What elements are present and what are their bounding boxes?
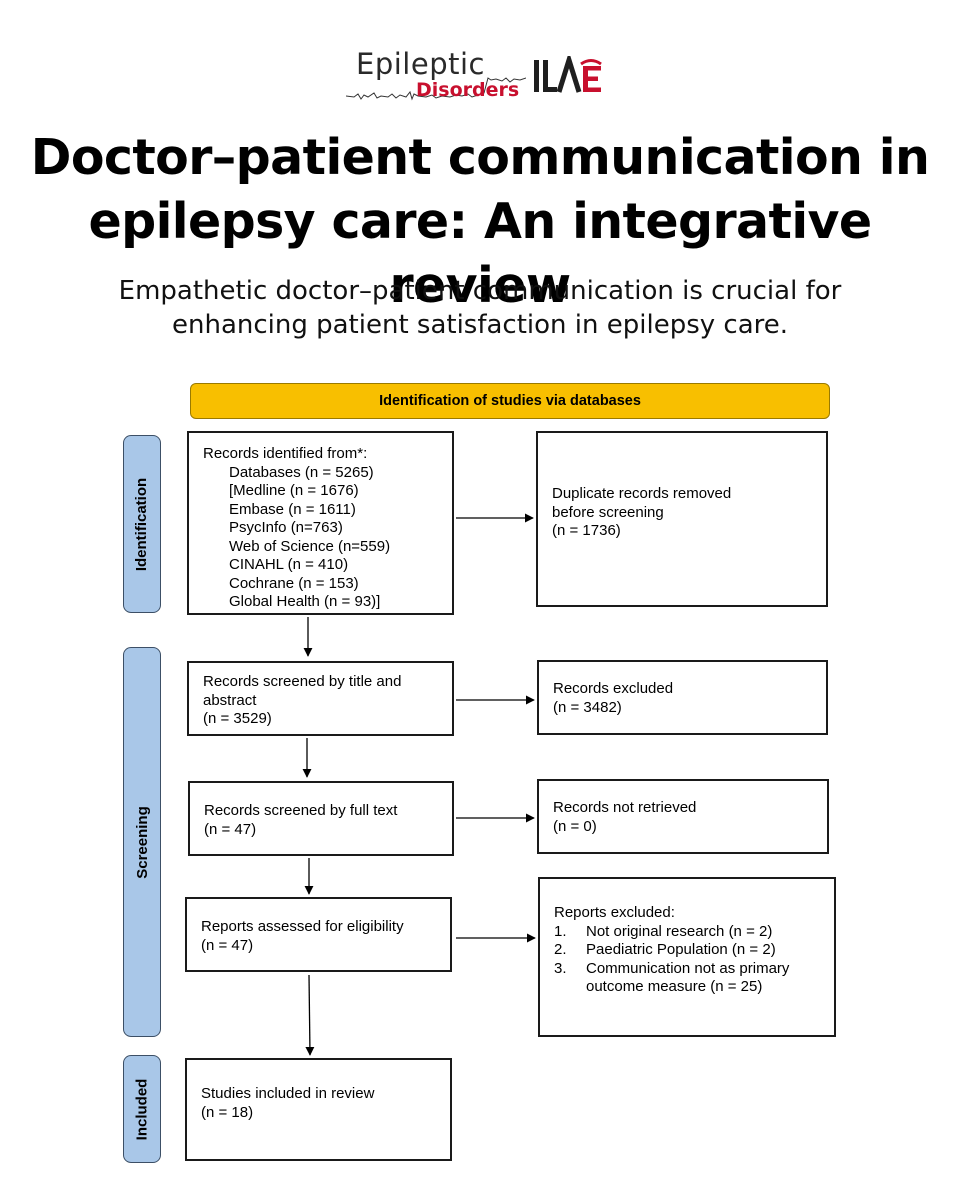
database-count: Databases (n = 5265) [229, 463, 374, 481]
exclusion-number: 3. [554, 959, 567, 977]
box-line: (n = 47) [204, 820, 257, 838]
box-line: Records not retrieved [553, 799, 697, 816]
exclusion-text: outcome measure (n = 25) [586, 978, 763, 995]
box-line: Reports assessed for eligibility [201, 918, 404, 935]
duplicates-removed-box: Duplicate records removed before screeni… [536, 431, 828, 607]
ilae-mark-icon [534, 51, 602, 93]
studies-included-box: Studies included in review (n = 18) [185, 1058, 452, 1161]
box-line: abstract [203, 691, 257, 709]
box-line: (n = 18) [201, 1103, 254, 1121]
database-count: Global Health (n = 93)] [229, 593, 381, 610]
screened-title-abstract-box: Records screened by title and abstract (… [187, 661, 454, 736]
records-identified-box: Records identified from*: Databases (n =… [187, 431, 454, 615]
eeg-wave-icon [346, 77, 526, 101]
phase-identification: Identification [123, 435, 161, 613]
exclusion-number: 1. [554, 922, 567, 940]
box-line: (n = 3529) [203, 710, 272, 727]
journal-logo: Epileptic Disorders [346, 50, 616, 106]
exclusion-text: Communication not as primary [586, 959, 790, 977]
box-line: Records screened by title and [203, 673, 402, 690]
subtitle-line: Empathetic doctor–patient communication … [118, 276, 842, 306]
phase-included: Included [123, 1055, 161, 1163]
box-line: (n = 47) [201, 936, 254, 954]
box-line: (n = 3482) [553, 698, 622, 716]
records-not-retrieved-box: Records not retrieved (n = 0) [537, 779, 829, 854]
phase-screening: Screening [123, 647, 161, 1037]
page-subtitle: Empathetic doctor–patient communication … [20, 274, 940, 342]
exclusion-number: 2. [554, 941, 567, 958]
box-line: Studies included in review [201, 1085, 375, 1102]
database-count: Web of Science (n=559) [229, 537, 391, 555]
database-count: Embase (n = 1611) [229, 500, 356, 518]
exclusion-text: Not original research (n = 2) [586, 922, 773, 940]
database-count: PsycInfo (n=763) [229, 519, 343, 536]
box-heading: Records identified from*: [203, 445, 368, 462]
records-excluded-box: Records excluded (n = 3482) [537, 660, 828, 735]
database-count: Cochrane (n = 153) [229, 574, 359, 592]
exclusion-reason: 1. Not original research (n = 2) [554, 923, 820, 942]
page-title: Doctor–patient communication in epilepsy… [20, 126, 940, 318]
box-line: Records excluded [553, 680, 674, 697]
subtitle-line: enhancing patient satisfaction in epilep… [171, 310, 789, 340]
title-line: Doctor–patient communication in [30, 129, 930, 186]
box-line: Duplicate records removed [552, 485, 732, 502]
box-line: Records screened by full text [204, 802, 398, 819]
database-count: [Medline (n = 1676) [229, 482, 359, 499]
exclusion-text: Paediatric Population (n = 2) [586, 941, 776, 958]
box-line: (n = 1736) [552, 522, 621, 539]
box-heading: Reports excluded: [554, 904, 675, 921]
database-count: CINAHL (n = 410) [229, 556, 349, 573]
reports-excluded-box: Reports excluded: 1. Not original resear… [538, 877, 836, 1037]
assessed-eligibility-box: Reports assessed for eligibility (n = 47… [185, 897, 452, 972]
box-line: (n = 0) [553, 817, 597, 835]
box-line: before screening [552, 503, 664, 521]
exclusion-reason: 3. Communication not as primary outcome … [554, 960, 820, 997]
ilae-logo [533, 51, 611, 102]
title-line: epilepsy care: An integrative review [88, 193, 872, 314]
identification-banner: Identification of studies via databases [190, 383, 830, 419]
logo-text-epileptic: Epileptic [356, 47, 485, 81]
screened-full-text-box: Records screened by full text (n = 47) [188, 781, 454, 856]
exclusion-reason: 2. Paediatric Population (n = 2) [554, 941, 820, 960]
logo-text-disorders: Disorders [416, 79, 520, 101]
arrow-down-icon [305, 974, 315, 1056]
